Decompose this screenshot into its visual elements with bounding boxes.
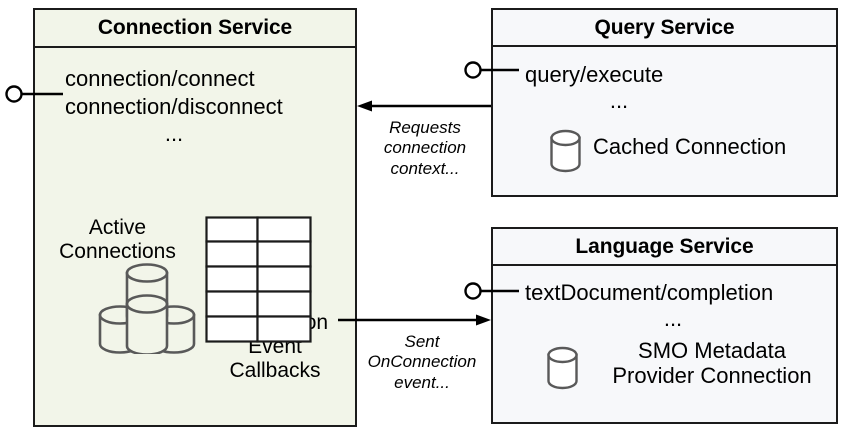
query-service-ellipsis: ...: [609, 88, 629, 113]
language-service-resource-label: SMO Metadata Provider Connection: [588, 338, 836, 388]
cylinder-stack-icon: [88, 258, 206, 354]
query-service-body: query/execute ... Cached Connection: [493, 47, 836, 197]
language-service-operation-0[interactable]: textDocument/completion: [525, 280, 774, 305]
edge-query-to-connection: [357, 100, 491, 112]
edge-label-1-line2: connection: [383, 138, 467, 158]
active-connections-caption-line1: Active: [88, 216, 147, 239]
active-connections-caption: Active Connections: [40, 216, 195, 264]
edge-label-1-line3: context...: [390, 158, 460, 178]
language-service-ellipsis: ...: [663, 306, 683, 331]
edge-label-query-to-connection: Requests connection context...: [365, 118, 485, 179]
component-language-service[interactable]: Language Service textDocument/completion…: [491, 227, 838, 424]
callbacks-caption-line3: Callbacks: [229, 358, 321, 382]
language-service-body: textDocument/completion ... SMO Metadata…: [493, 266, 836, 424]
connection-service-body: connection/connect connection/disconnect…: [35, 48, 355, 427]
edge-label-1-line1: Requests: [389, 118, 461, 137]
smo-metadata-cylinder-icon: [546, 345, 580, 391]
edge-connection-to-language: [338, 314, 491, 326]
active-connections-caption-line2: Connections: [59, 239, 176, 263]
edge-label-2-line1: Sent: [404, 332, 440, 351]
connection-service-title-text: Connection Service: [97, 16, 293, 39]
language-service-title: Language Service: [493, 229, 836, 266]
connection-service-operation-1[interactable]: connection/disconnect: [65, 94, 283, 119]
query-service-operation-0[interactable]: query/execute: [525, 62, 664, 87]
language-service-title-text: Language Service: [575, 234, 754, 258]
edge-label-2-line2: OnConnection: [367, 352, 477, 372]
cached-connection-cylinder-icon: [549, 128, 583, 174]
query-service-title: Query Service: [493, 10, 836, 47]
connection-service-ellipsis: ...: [164, 121, 184, 146]
component-connection-service[interactable]: Connection Service connection/connect co…: [33, 8, 357, 427]
query-service-resource-label: Cached Connection: [593, 134, 787, 159]
edge-label-connection-to-language: Sent OnConnection event...: [358, 332, 486, 393]
language-service-resource-line1: SMO Metadata: [638, 338, 786, 363]
language-service-resource-line2: Provider Connection: [612, 363, 812, 389]
component-query-service[interactable]: Query Service query/execute ... Cached C…: [491, 8, 838, 197]
connection-service-operation-0[interactable]: connection/connect: [65, 66, 255, 91]
query-service-title-text: Query Service: [594, 15, 735, 39]
connection-service-title: Connection Service: [35, 10, 355, 48]
connection-event-callbacks-table[interactable]: [205, 216, 313, 344]
edge-label-2-line3: event...: [394, 372, 450, 392]
